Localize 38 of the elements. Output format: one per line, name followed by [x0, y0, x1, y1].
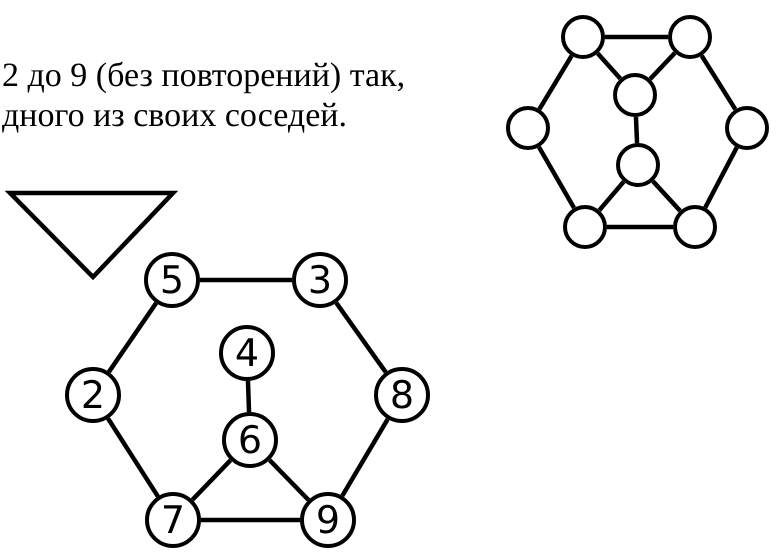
empty-circle [673, 205, 717, 249]
connector-line [634, 116, 640, 144]
connector-line [200, 278, 292, 282]
number-text: 6 [238, 421, 262, 459]
connector-line [190, 458, 232, 502]
empty-circle [561, 15, 605, 59]
connector-line [268, 458, 310, 502]
number-text: 8 [390, 376, 414, 414]
connector-line [106, 417, 160, 498]
number-circle [222, 412, 278, 468]
connector-line [703, 146, 739, 209]
instruction-text: 2 до 9 (без повторений) так, дного из своих соседей. [2, 56, 406, 136]
connector-line [651, 180, 682, 212]
connector-line [607, 224, 673, 230]
connector-line [598, 180, 626, 212]
connector-line [700, 54, 738, 111]
number-text: 7 [160, 501, 186, 539]
connector-line [537, 146, 576, 210]
connector-line [201, 518, 300, 522]
empty-circle [616, 143, 660, 187]
empty-circle [668, 15, 712, 59]
connector-line [340, 418, 390, 498]
connector-line [246, 380, 252, 412]
connector-line [596, 52, 622, 80]
connector-line [537, 54, 574, 110]
connector-line [107, 302, 158, 374]
connector-line [334, 302, 388, 374]
number-text: 9 [316, 501, 340, 539]
number-text: 2 [80, 376, 106, 414]
number-text: 5 [160, 261, 184, 299]
connector-line [648, 51, 676, 81]
empty-circle [725, 106, 769, 150]
empty-circle [613, 73, 657, 117]
number-text: 3 [308, 261, 332, 299]
empty-circle [506, 106, 550, 150]
number-text: 4 [234, 334, 260, 372]
connector-line [605, 34, 668, 40]
empty-circle [563, 205, 607, 249]
